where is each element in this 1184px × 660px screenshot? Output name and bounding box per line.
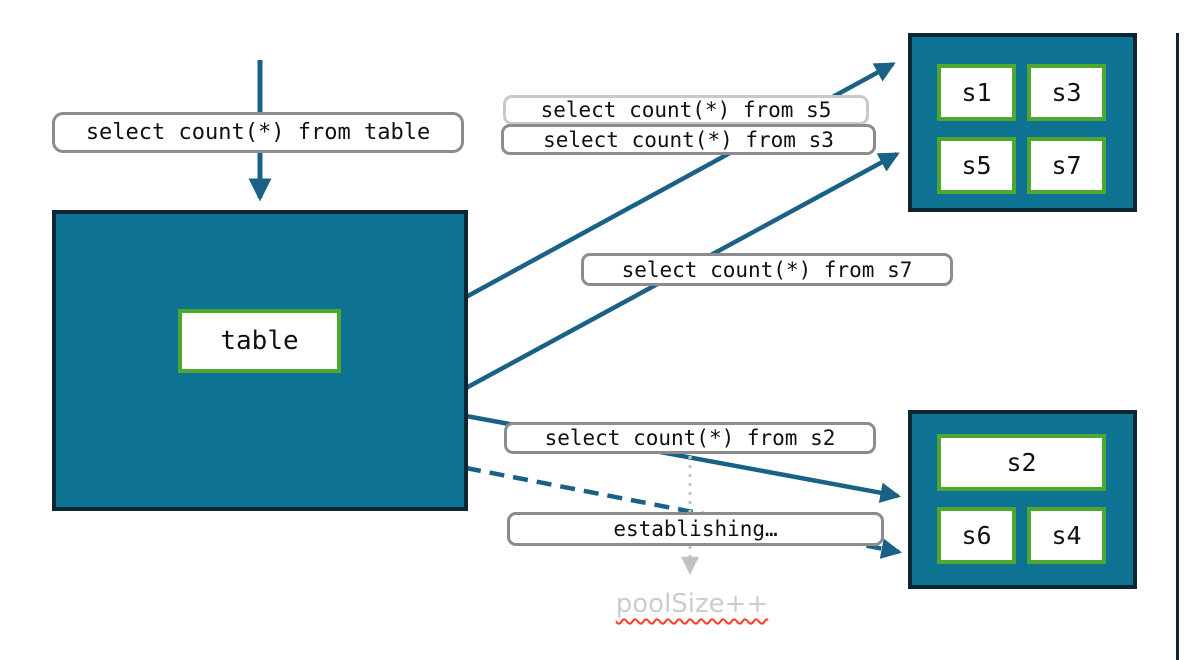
query-label-s7: select count(*) from s7	[581, 253, 953, 286]
query-label-s5: select count(*) from s5	[503, 95, 869, 125]
table-container-box: table	[52, 210, 468, 511]
shard-node-s4: s4	[1027, 507, 1106, 564]
shard-node-s2: s2	[937, 434, 1106, 491]
shard-label: s4	[1051, 521, 1082, 550]
query-label-s2: select count(*) from s2	[504, 422, 876, 454]
query-label-s3: select count(*) from s3	[501, 124, 876, 155]
shard-group-top: s1 s3 s5 s7	[908, 33, 1137, 212]
shard-label: s2	[1006, 448, 1037, 477]
shard-node-s3: s3	[1027, 64, 1106, 121]
shard-label: s1	[961, 78, 992, 107]
shard-label: s6	[961, 521, 992, 550]
shard-group-bottom: s2 s6 s4	[908, 410, 1137, 589]
shard-label: s5	[961, 151, 992, 180]
shard-node-s5: s5	[937, 137, 1016, 194]
slide-edge-line	[1176, 33, 1179, 660]
table-node: table	[178, 309, 341, 373]
shard-node-s1: s1	[937, 64, 1016, 121]
establishing-label: establishing…	[507, 512, 884, 546]
table-node-label: table	[220, 326, 299, 356]
shard-label: s3	[1051, 78, 1082, 107]
shard-node-s7: s7	[1027, 137, 1106, 194]
poolsize-annotation: poolSize++	[615, 589, 769, 619]
shard-node-s6: s6	[937, 507, 1016, 564]
shard-label: s7	[1051, 151, 1082, 180]
query-label-table: select count(*) from table	[52, 112, 464, 153]
